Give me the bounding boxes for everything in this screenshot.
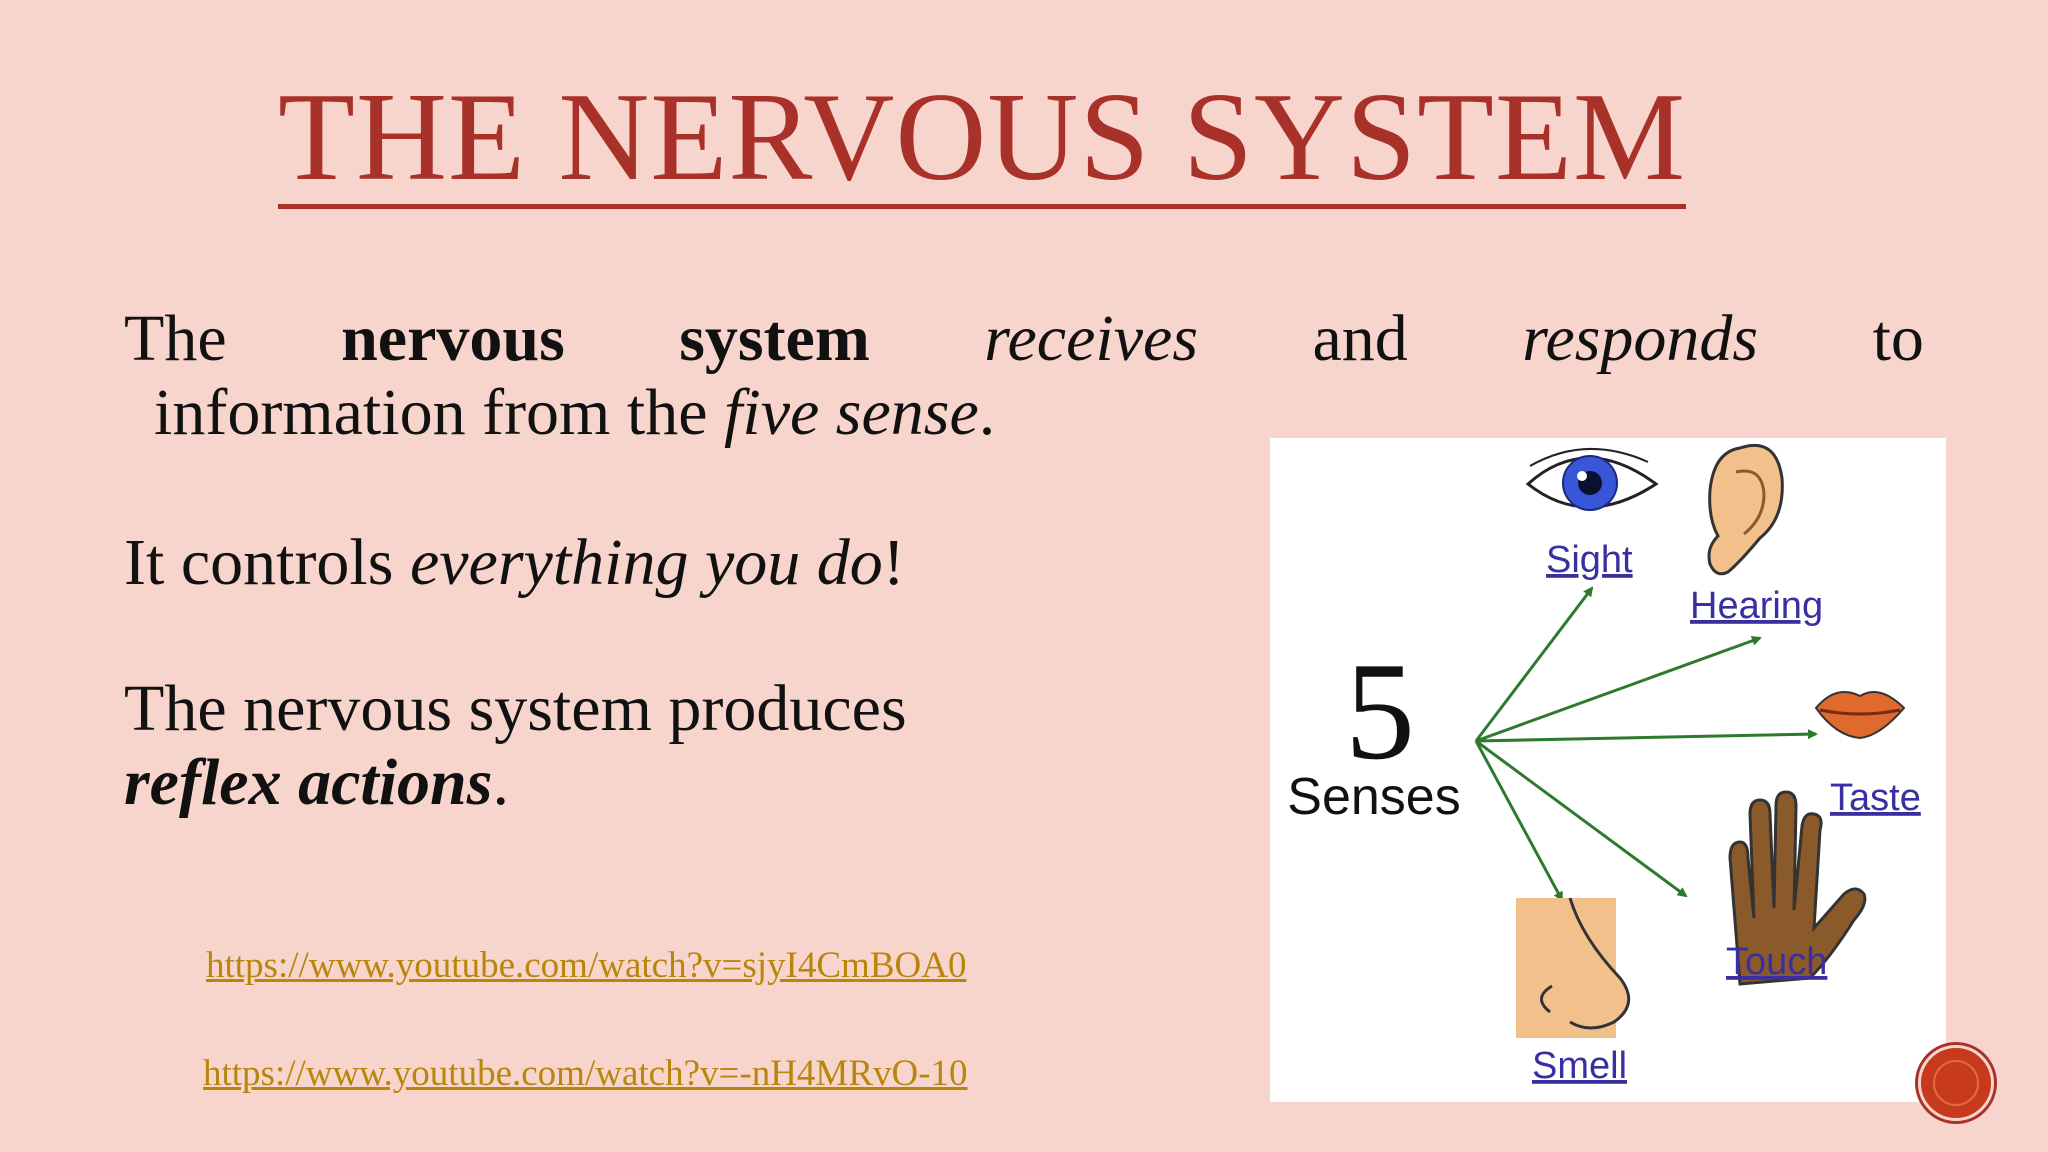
p2-end: ! [882, 526, 905, 599]
paragraph-controls: It controls everything you do! [124, 526, 905, 600]
label-sight: Sight [1546, 539, 1633, 581]
p3-bold-italic: reflex actions [124, 746, 493, 819]
youtube-link-2[interactable]: https://www.youtube.com/watch?v=-nH4MRvO… [203, 1053, 968, 1094]
arrow-to-touch [1475, 739, 1688, 898]
arrow-to-hearing [1475, 636, 1762, 743]
arrow-to-smell [1474, 740, 1564, 902]
hand-icon [1728, 790, 1867, 986]
p3-end: . [492, 746, 509, 819]
p2-text: It controls [124, 526, 410, 599]
senses-caption: Senses [1287, 768, 1460, 826]
sense-labels: Sight Hearing Taste Touch Smell [1532, 539, 1921, 1087]
youtube-link-1[interactable]: https://www.youtube.com/watch?v=sjyI4CmB… [206, 945, 967, 986]
five-senses-svg: 5 Senses [1287, 443, 1921, 1087]
eye-icon [1525, 448, 1659, 511]
line2-end: . [978, 376, 996, 449]
word-the: The [124, 302, 227, 375]
five-senses-diagram: 5 Senses [1270, 438, 1946, 1102]
ear-icon [1707, 443, 1784, 576]
word-and: and [1312, 302, 1408, 375]
label-smell: Smell [1532, 1045, 1627, 1087]
nose-icon [1516, 897, 1631, 1038]
label-touch: Touch [1726, 941, 1827, 983]
p2-italic: everything you do [409, 526, 883, 599]
nav-button-ring-icon [1933, 1060, 1979, 1106]
word-responds: responds [1522, 302, 1759, 375]
label-hearing: Hearing [1690, 585, 1823, 627]
slide-nav-button[interactable] [1918, 1045, 1994, 1121]
paragraph-receives-responds: The nervous system receives and responds… [124, 302, 1924, 450]
paragraph-reflex: The nervous system produces reflex actio… [124, 672, 907, 820]
arrow-to-taste [1475, 729, 1818, 743]
lips-icon [1814, 691, 1906, 740]
word-system: system [679, 302, 870, 375]
arrow-to-sight [1474, 586, 1594, 742]
line2-italic: five sense [724, 376, 979, 449]
slide-title: THE NERVOUS SYSTEM [278, 71, 1686, 210]
line2-text: information from the [154, 376, 725, 449]
label-taste: Taste [1830, 777, 1921, 819]
arrows-group [1474, 586, 1818, 902]
word-to: to [1872, 302, 1924, 375]
word-receives: receives [984, 302, 1199, 375]
word-nervous: nervous [341, 302, 565, 375]
big-number-five: 5 [1345, 634, 1415, 789]
p3-line1: The nervous system produces [124, 672, 907, 745]
